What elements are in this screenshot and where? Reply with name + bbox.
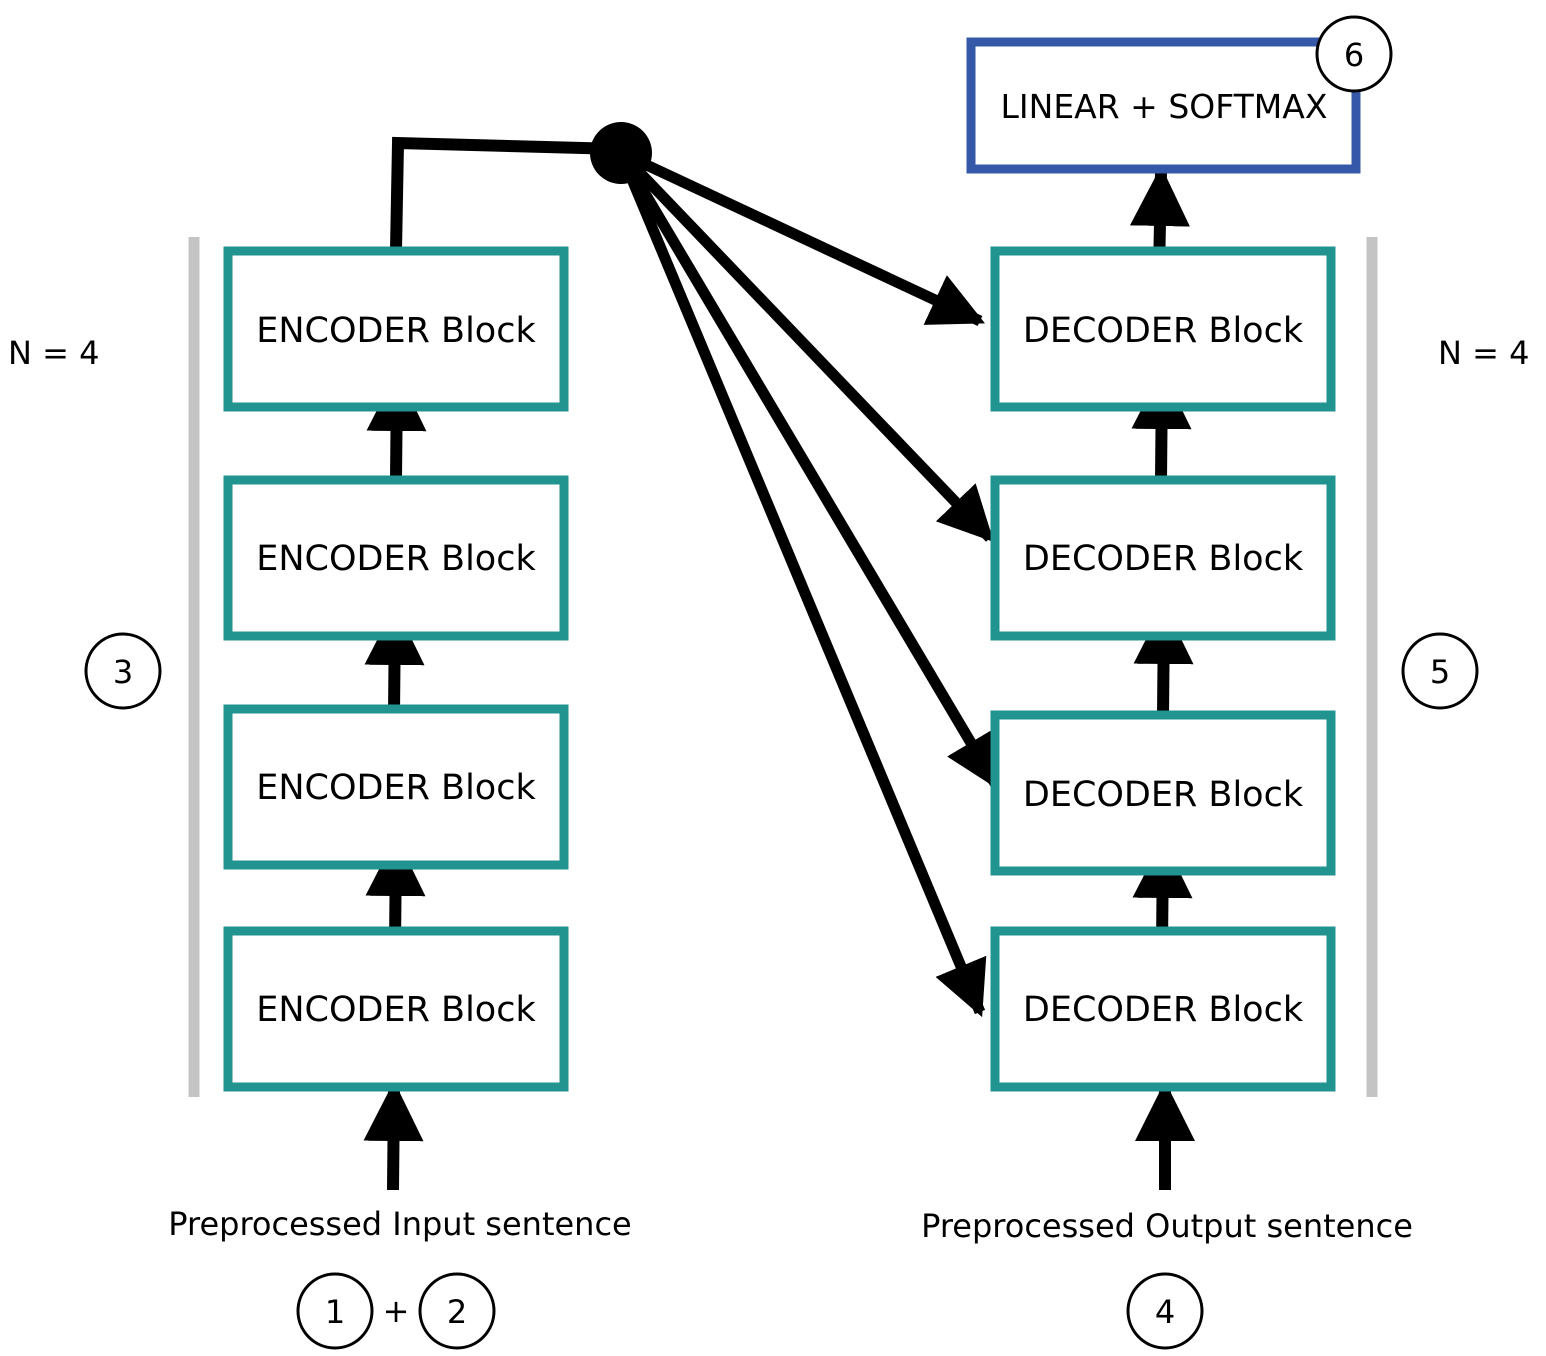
input-step-marker-1: 1 — [296, 1272, 374, 1350]
encoder-stack-marker: 3 — [84, 632, 162, 710]
decoder-n-label: N = 4 — [1438, 334, 1529, 372]
decoder-stack-marker: 5 — [1401, 632, 1479, 710]
encoder-to-decoder-arrow-2 — [617, 149, 994, 542]
output-step-marker: 6 — [1315, 15, 1393, 93]
decoder-block-4: DECODER Block — [990, 246, 1336, 412]
decoder-block-1: DECODER Block — [990, 926, 1336, 1092]
encoder-block-4: ENCODER Block — [223, 246, 569, 412]
encoder-to-decoder-arrow-4 — [615, 150, 987, 1018]
encoder-output-connector — [390, 136, 621, 251]
decoder-block-3: DECODER Block — [990, 475, 1336, 641]
input-step-number-1: 1 — [325, 1293, 345, 1331]
encoder-block-label: ENCODER Block — [256, 990, 536, 1030]
encoder-block-3: ENCODER Block — [223, 475, 569, 641]
encoder-input-label: Preprocessed Input sentence — [168, 1205, 631, 1243]
linear-softmax-label: LINEAR + SOFTMAX — [1001, 87, 1328, 126]
encoder-block-label: ENCODER Block — [256, 768, 536, 808]
decoder-block-label: DECODER Block — [1023, 775, 1304, 815]
decoder-block-label: DECODER Block — [1023, 311, 1304, 351]
linear-softmax-block: LINEAR + SOFTMAX — [966, 37, 1361, 174]
encoder-to-decoder-arrow-3 — [616, 150, 1001, 790]
input-plus-sign: + — [383, 1292, 410, 1330]
output-sentence-step-marker: 4 — [1126, 1272, 1204, 1350]
encoder-n-label: N = 4 — [8, 334, 99, 372]
input-step-number-2: 2 — [447, 1293, 467, 1331]
encoder-to-decoder-arrow-1 — [618, 148, 985, 326]
decoder-block-2: DECODER Block — [990, 710, 1336, 876]
decoder-input-label: Preprocessed Output sentence — [921, 1207, 1413, 1245]
decoder-stack-number: 5 — [1430, 653, 1450, 691]
decoder-block-label: DECODER Block — [1023, 990, 1304, 1030]
encoder-block-label: ENCODER Block — [256, 539, 536, 579]
output-step-number: 6 — [1344, 36, 1364, 74]
encoder-block-1: ENCODER Block — [223, 926, 569, 1092]
encoder-block-2: ENCODER Block — [223, 704, 569, 870]
encoder-input-arrow — [363, 1081, 424, 1191]
input-step-marker-2: 2 — [418, 1272, 496, 1350]
decoder-block-label: DECODER Block — [1023, 539, 1304, 579]
output-sentence-step-number: 4 — [1155, 1293, 1175, 1331]
encoder-block-label: ENCODER Block — [256, 311, 536, 351]
encoder-stack-number: 3 — [113, 653, 133, 691]
